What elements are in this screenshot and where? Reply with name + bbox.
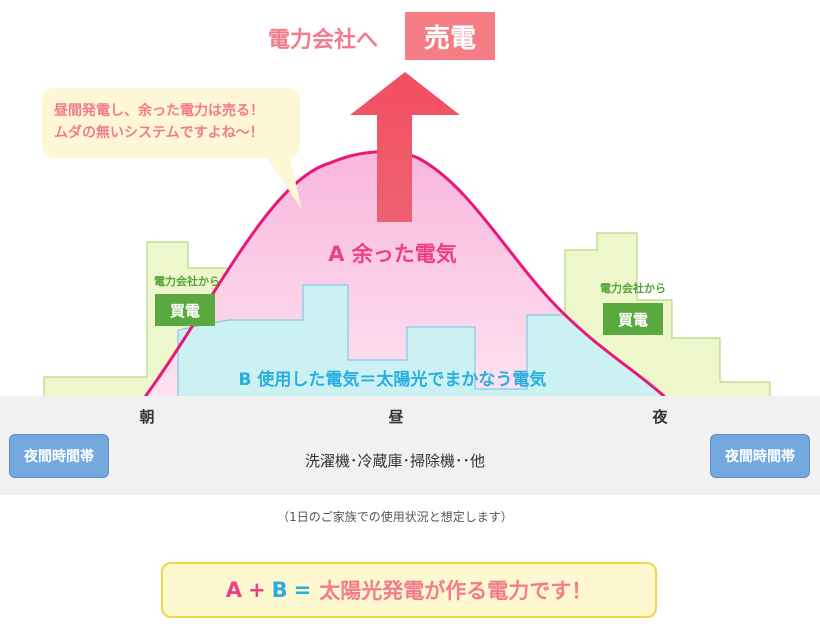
right-purchase-area [564, 232, 771, 398]
noon-label: 昼 [388, 408, 404, 426]
formula-text: 太陽光発電が作る電力です！ [319, 579, 593, 603]
usage-note: （1日のご家族での使用状況と想定します） [277, 510, 513, 524]
formula-b: B [271, 578, 288, 602]
bubble-tail [262, 150, 302, 210]
page-title: 電力会社へ [268, 28, 379, 53]
timeline-band [0, 396, 820, 495]
generation-curve [143, 150, 667, 399]
usage-label: B 使用した電気＝太陽光でまかなう電気 [238, 370, 547, 390]
left-buy-badge: 買電 [155, 294, 215, 326]
night-label: 夜 [652, 408, 668, 426]
left-buy-label: 電力会社から [154, 275, 220, 288]
bubble-line-2: ムダの無いシステムですよね〜！ [54, 125, 264, 141]
night-time-left-button: 夜間時間帯 [9, 434, 109, 478]
formula-a: A [225, 578, 243, 602]
formula-plus: + [248, 578, 266, 602]
formula-equals: = [293, 578, 312, 602]
right-buy-label: 電力会社から [600, 282, 666, 295]
right-buy-badge: 買電 [603, 303, 663, 335]
sell-arrow [350, 72, 460, 222]
sell-badge: 売電 [405, 12, 495, 60]
formula-box: A + B = 太陽光発電が作る電力です！ [161, 562, 657, 618]
surplus-label: A 余った電気 [328, 242, 457, 266]
appliances-text: 洗濯機･冷蔵庫･掃除機･･他 [304, 452, 485, 470]
night-time-right-button: 夜間時間帯 [710, 434, 810, 478]
bubble-line-1: 昼間発電し、余った電力は売る！ [54, 103, 264, 119]
morning-label: 朝 [139, 408, 155, 426]
speech-bubble: 昼間発電し、余った電力は売る！ ムダの無いシステムですよね〜！ [42, 88, 300, 158]
